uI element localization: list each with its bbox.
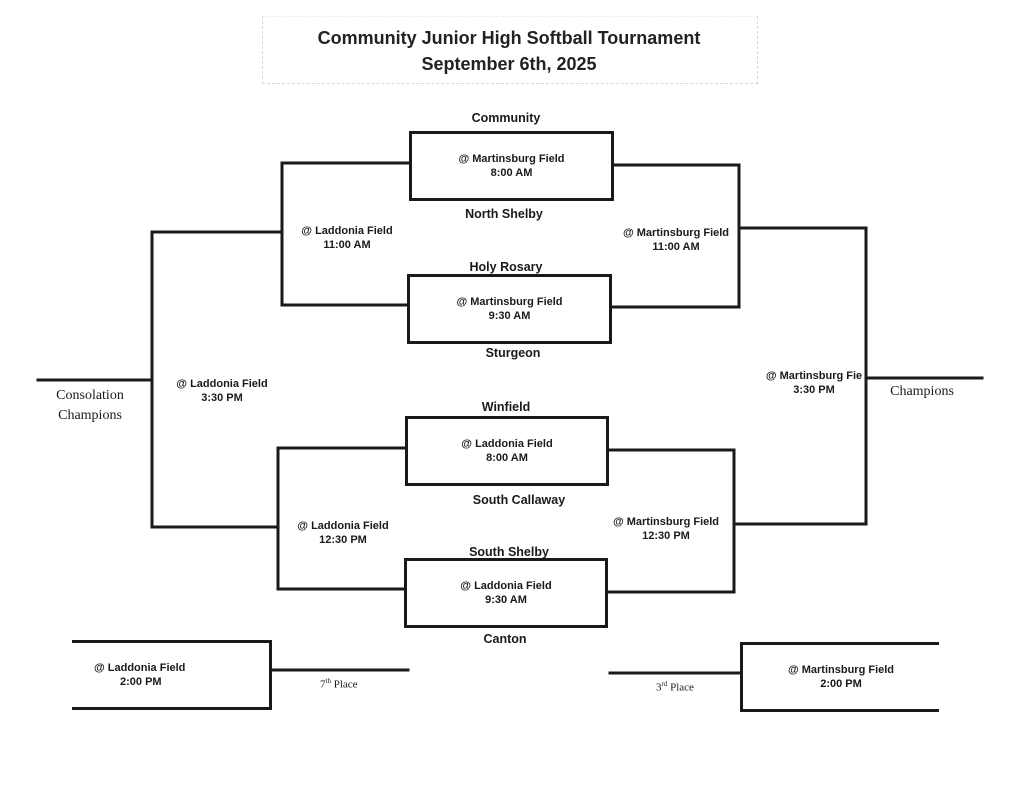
game-3-time: 8:00 AM — [486, 452, 528, 464]
seventh-num: 7 — [320, 678, 326, 691]
third-sup: rd — [661, 680, 668, 688]
game-cons-top-time: 11:00 AM — [323, 239, 371, 251]
game-4-site: @ Laddonia Field — [460, 580, 552, 592]
game-cons-bottom-time: 12:30 PM — [319, 534, 367, 546]
seventh-word: Place — [333, 678, 358, 691]
game-1-site: @ Martinsburg Field — [458, 153, 565, 165]
game-cons-bottom: @ Laddonia Field 12:30 PM — [297, 519, 388, 547]
game-semi-bottom: @ Martinsburg Field 12:30 PM — [613, 515, 719, 543]
third-place-box: @ Martinsburg Field 2:00 PM — [740, 642, 939, 712]
team-holy-rosary: Holy Rosary — [469, 260, 543, 274]
team-canton: Canton — [483, 632, 527, 646]
game-final-time: 3:30 PM — [793, 384, 835, 396]
third-place-label: 3rd Place — [656, 680, 694, 694]
game-final-site: @ Martinsburg Fie — [765, 370, 863, 382]
seventh-place-label: 7th Place — [320, 677, 358, 691]
game-cons-top: @ Laddonia Field 11:00 AM — [301, 224, 392, 252]
game-semi-top-site: @ Martinsburg Field — [622, 227, 730, 239]
team-winfield: Winfield — [481, 400, 531, 414]
game-box-1: @ Martinsburg Field 8:00 AM — [409, 131, 614, 201]
bracket-cons-top — [280, 161, 412, 307]
game-2-site: @ Martinsburg Field — [456, 296, 563, 308]
seventh-time: 2:00 PM — [120, 676, 162, 688]
seventh-sup: th — [325, 677, 331, 685]
consolation-line-2: Champions — [58, 408, 122, 423]
consolation-champions-label: Consolation Champions — [40, 386, 140, 426]
third-time: 2:00 PM — [820, 678, 862, 690]
game-cons-final: @ Laddonia Field 3:30 PM — [176, 377, 267, 405]
third-num: 3 — [656, 681, 662, 694]
third-site: @ Martinsburg Field — [787, 664, 895, 676]
game-semi-bottom-site: @ Martinsburg Field — [612, 516, 720, 528]
team-sturgeon: Sturgeon — [485, 346, 541, 360]
game-box-2: @ Martinsburg Field 9:30 AM — [407, 274, 612, 344]
team-community: Community — [471, 111, 541, 125]
champions-label: Champions — [890, 384, 954, 399]
game-semi-top-time: 11:00 AM — [652, 241, 700, 253]
game-cons-final-time: 3:30 PM — [201, 392, 243, 404]
game-cons-final-site: @ Laddonia Field — [176, 378, 268, 390]
game-cons-bottom-site: @ Laddonia Field — [297, 520, 389, 532]
title-box — [262, 16, 758, 84]
bracket-semi-bottom — [604, 448, 736, 594]
consolation-line-1: Consolation — [56, 388, 124, 403]
game-box-4: @ Laddonia Field 9:30 AM — [404, 558, 608, 628]
seventh-place-box: @ Laddonia Field 2:00 PM — [72, 640, 272, 710]
game-3-site: @ Laddonia Field — [461, 438, 553, 450]
seventh-site: @ Laddonia Field — [94, 662, 186, 674]
game-4-time: 9:30 AM — [485, 594, 527, 606]
game-semi-bottom-time: 12:30 PM — [642, 530, 690, 542]
tournament-date: September 6th, 2025 — [421, 54, 597, 74]
team-south-callaway: South Callaway — [472, 493, 566, 507]
third-word: Place — [670, 681, 694, 694]
tournament-title: Community Junior High Softball Tournamen… — [317, 28, 701, 48]
bracket-semi-top — [608, 163, 741, 309]
game-cons-top-site: @ Laddonia Field — [301, 225, 393, 237]
bracket-final — [860, 226, 868, 526]
game-1-time: 8:00 AM — [490, 167, 533, 179]
team-south-shelby: South Shelby — [469, 545, 549, 559]
game-final: @ Martinsburg Fie 3:30 PM — [766, 369, 862, 397]
bracket-cons-bottom — [276, 446, 408, 591]
team-north-shelby: North Shelby — [465, 207, 543, 221]
game-box-3: @ Laddonia Field 8:00 AM — [405, 416, 609, 486]
game-semi-top: @ Martinsburg Field 11:00 AM — [623, 226, 729, 254]
game-2-time: 9:30 AM — [488, 310, 531, 322]
